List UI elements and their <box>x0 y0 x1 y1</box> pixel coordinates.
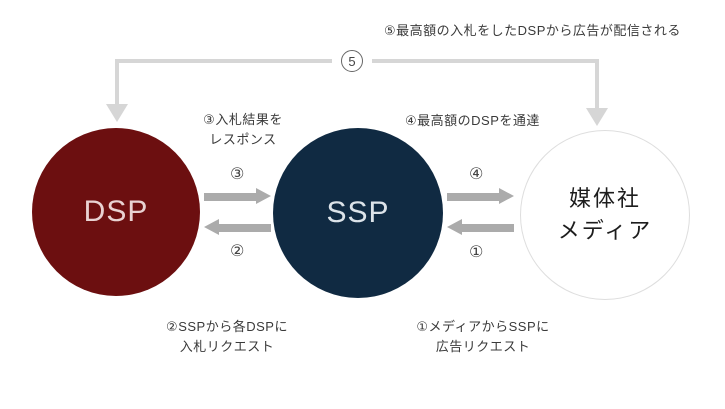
delivery-line-left-segment <box>116 59 332 63</box>
step1-number: ① <box>469 244 484 261</box>
step1-caption: ①メディアからSSPに 広告リクエスト <box>416 317 549 357</box>
step4-caption: ④最高額のDSPを通達 <box>405 113 540 128</box>
arrow-ssp-to-dsp-icon <box>204 219 271 236</box>
step2-caption: ②SSPから各DSPに 入札リクエスト <box>166 317 288 357</box>
media-node-label: 媒体社 メディア <box>558 183 652 247</box>
step5-number-badge: 5 <box>341 50 363 72</box>
step2-caption-line2: 入札リクエスト <box>179 339 275 355</box>
step3-caption-line2: レスポンス <box>209 132 277 148</box>
step1-caption-line1: ①メディアからSSPに <box>416 319 550 334</box>
media-node-label-line1: 媒体社 <box>568 186 641 212</box>
arrow-media-to-ssp-icon <box>447 219 514 236</box>
ssp-node-label: SSP <box>326 196 390 229</box>
step2-caption-line1: ②SSPから各DSPに <box>166 319 288 334</box>
dsp-node: DSP <box>32 128 200 296</box>
step4-number: ④ <box>469 166 484 183</box>
step1-caption-line2: 広告リクエスト <box>435 339 531 355</box>
media-node-label-line2: メディア <box>557 218 653 243</box>
dsp-node-label: DSP <box>83 195 149 228</box>
step3-caption: ③入札結果を レスポンス <box>203 110 283 150</box>
arrow-ssp-to-media-icon <box>447 188 514 205</box>
down-arrow-icon-dsp <box>106 104 128 122</box>
step3-number: ③ <box>230 166 245 183</box>
step5-note: ⑤最高額の入札をしたDSPから広告が配信される <box>384 23 681 38</box>
ssp-node: SSP <box>273 128 443 298</box>
down-arrow-icon-media <box>586 108 608 126</box>
arrow-dsp-to-ssp-icon <box>204 188 271 205</box>
step2-number: ② <box>230 243 245 260</box>
delivery-line-right-vertical <box>595 59 599 108</box>
delivery-line-right-segment <box>372 59 599 63</box>
media-node: 媒体社 メディア <box>520 130 690 300</box>
delivery-line-left-vertical <box>115 59 119 104</box>
step3-caption-line1: ③入札結果を <box>203 112 283 127</box>
